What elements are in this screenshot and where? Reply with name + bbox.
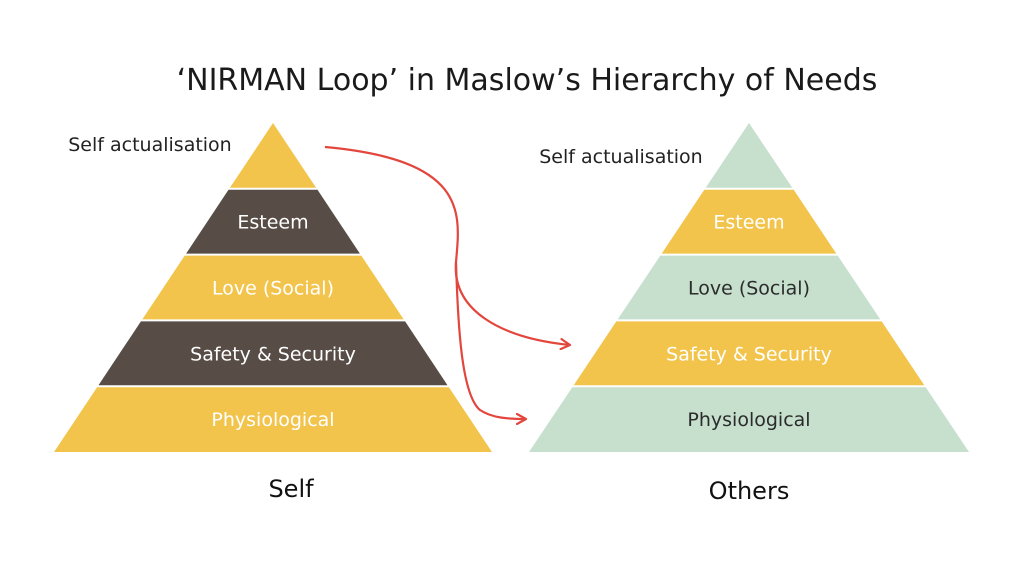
layer-label-safety-security-others: Safety & Security [666,343,832,365]
pyramid-others: Physiological Safety & Security Love (Soci… [529,123,969,452]
layer-esteem-others [661,189,837,254]
caption-self: Self [268,475,314,503]
layer-label-esteem-others: Esteem [713,212,784,234]
layer-label-safety-security-self: Safety & Security [190,343,356,365]
layer-label-love-social-self: Love (Social) [212,278,334,300]
layer-label-physiological-others: Physiological [687,409,810,431]
self-actualisation-label-others: Self actualisation [539,146,702,168]
loop-arrows [324,145,570,419]
layer-label-love-social-others: Love (Social) [688,278,810,300]
caption-others: Others [709,477,790,505]
layer-physiological-others [529,387,969,452]
self-actualisation-label-self: Self actualisation [68,134,231,156]
diagram-title: ‘NIRMAN Loop’ in Maslow’s Hierarchy of N… [177,63,878,98]
layer-safety-security-others [573,321,925,386]
layer-love-social-others [617,255,881,320]
layer-safety-security-self [98,321,448,386]
layer-self-actualisation-others [705,123,793,188]
layer-label-esteem-self: Esteem [237,212,308,234]
layer-physiological-self [54,387,492,452]
layer-self-actualisation-self [229,123,317,188]
layer-label-physiological-self: Physiological [211,409,334,431]
arrow-to-physiological [454,261,526,419]
layer-esteem-self [186,189,360,254]
pyramid-self: Physiological Safety & Security Love (Soci… [54,123,492,452]
arrow-to-safety-security [324,145,570,345]
layer-love-social-self [142,255,404,320]
